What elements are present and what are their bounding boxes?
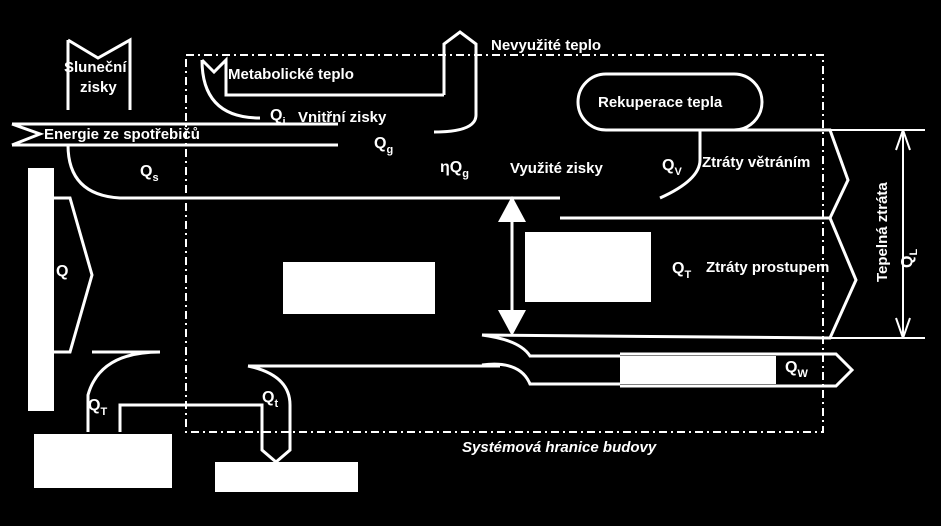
- transmission-losses-arrow: [481, 217, 858, 340]
- appliance-energy-arrow: [11, 122, 338, 147]
- source-box-left: [34, 434, 172, 488]
- ventilation-losses-arrow: [560, 128, 850, 220]
- unused-heat-label: Nevyužité teplo: [491, 37, 601, 54]
- source-box-middle: [215, 462, 358, 492]
- solar-gains-label-line2: zisky: [80, 79, 117, 96]
- metabolic-heat-arrow: [200, 56, 444, 120]
- metabolic-heat-label: Metabolické teplo: [228, 66, 354, 83]
- symbol-qg: Qg: [374, 135, 393, 156]
- heat-recovery-loop: [576, 72, 764, 132]
- used-gains-label: Využité zisky: [510, 160, 603, 177]
- symbol-qw: QW: [785, 359, 808, 380]
- transfer-loss-left: [86, 350, 292, 464]
- symbol-ql: QL: [899, 249, 920, 268]
- ventilation-losses-label: Ztráty větráním: [702, 154, 810, 171]
- symbol-q: Q: [56, 263, 68, 280]
- heating-input-bar: [28, 168, 54, 411]
- symbol-qi: Qi: [270, 107, 286, 128]
- solar-gains-curve: [66, 144, 560, 200]
- hot-water-box: [620, 356, 776, 384]
- symbol-eta-qg: ηQg: [440, 159, 469, 180]
- heat-loss-label: Tepelná ztráta: [874, 182, 891, 282]
- solar-gains-label-line1: Sluneční: [64, 59, 127, 76]
- transmission-losses-label: Ztráty prostupem: [706, 259, 829, 276]
- internal-gains-label: Vnitřní zisky: [298, 109, 387, 126]
- symbol-qt-left: QT: [88, 397, 107, 418]
- heat-recovery-label: Rekuperace tepla: [598, 94, 723, 111]
- heat-loss-dimension: [830, 129, 925, 339]
- balance-arrow-head-down: [498, 310, 526, 336]
- building-box: [283, 262, 435, 314]
- symbol-qs: Qs: [140, 163, 159, 184]
- solar-gains-arrow: [66, 37, 132, 110]
- appliance-energy-label: Energie ze spotřebičů: [44, 126, 200, 143]
- balance-box: [525, 232, 651, 302]
- symbol-qt-small: Qt: [262, 389, 278, 410]
- system-boundary-label: Systémová hranice budovy: [462, 439, 657, 456]
- symbol-qv: QV: [662, 157, 682, 178]
- hot-water-outflow: [481, 333, 855, 388]
- balance-arrow-head-up: [498, 196, 526, 222]
- symbol-qt-right: QT: [672, 260, 691, 281]
- system-boundary-frame: [185, 54, 824, 433]
- heating-input-arrow: [54, 196, 94, 354]
- unused-heat-arrow: [433, 30, 478, 134]
